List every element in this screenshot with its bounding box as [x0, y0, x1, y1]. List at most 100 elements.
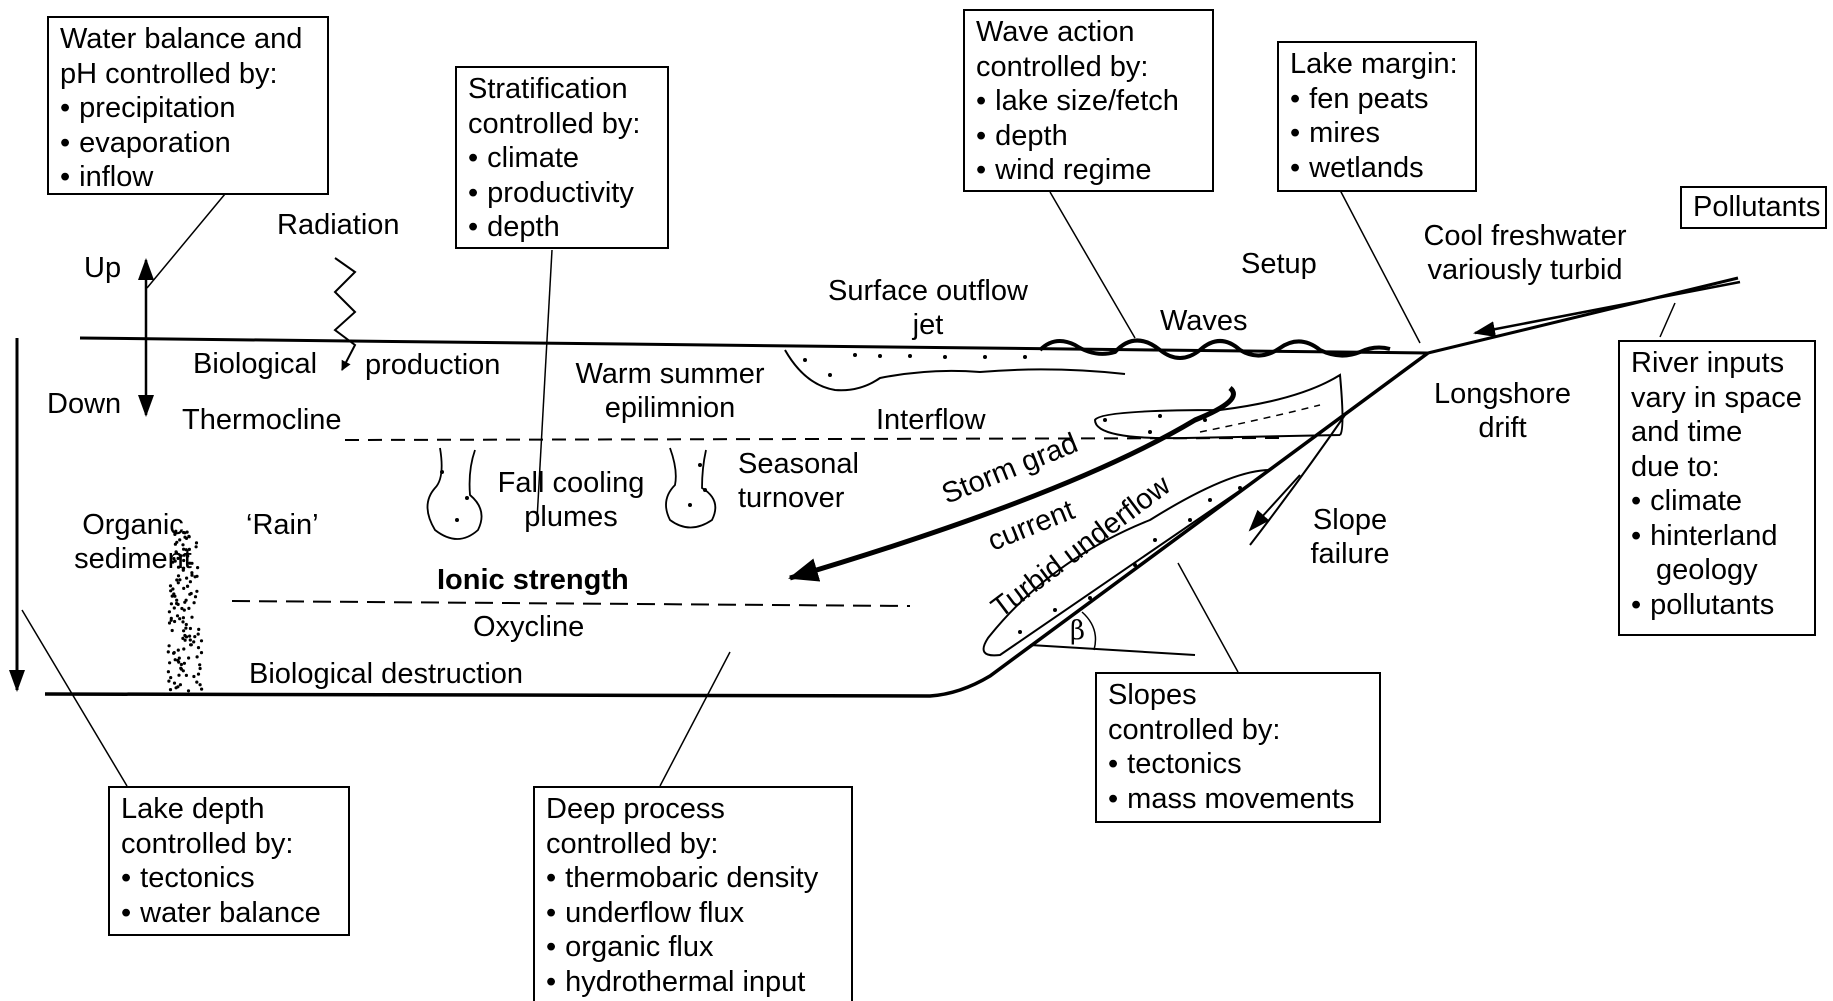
lake-margin-box: Lake margin: fen peats mires wetlands — [1277, 41, 1477, 192]
sediment-dot — [178, 538, 182, 542]
sediment-dot — [177, 673, 181, 677]
sediment-dot — [171, 560, 175, 564]
sediment-dot — [180, 606, 184, 611]
sediment-dot — [175, 578, 179, 582]
list-item: depth — [468, 210, 656, 245]
pollutants-title: Pollutants — [1693, 191, 1821, 223]
list-item: lake size/fetch — [976, 84, 1201, 119]
water-balance-box: Water balance and pH controlled by: prec… — [47, 16, 329, 195]
sediment-dot — [170, 594, 174, 598]
sediment-dot — [193, 635, 197, 639]
stratification-title-2: controlled by: — [468, 107, 641, 140]
sediment-dot — [167, 610, 171, 614]
seasonal-turnover-label: Seasonal turnover — [738, 447, 859, 515]
list-item: precipitation — [60, 91, 316, 126]
sediment-dot — [166, 650, 170, 654]
outflow-dots — [803, 353, 1027, 377]
sediment-dot — [168, 584, 173, 588]
deep-process-title-1: Deep process — [546, 793, 725, 825]
sediment-dot — [183, 600, 187, 604]
sediment-dot — [187, 606, 191, 611]
sediment-dot — [186, 584, 190, 588]
beta-arc — [1081, 611, 1097, 651]
list-item: hydrothermal input — [546, 965, 840, 1000]
sediment-dot — [200, 687, 204, 691]
surface-outflow-line2: jet — [912, 309, 944, 341]
sediment-dot — [182, 566, 186, 570]
river-inputs-title-4: due to: — [1631, 450, 1720, 483]
sediment-dot — [198, 666, 202, 671]
connector-river-inputs — [1659, 302, 1676, 338]
sediment-dot — [173, 542, 177, 546]
organic-sediment-column — [166, 529, 204, 693]
seasonal-line1: Seasonal — [738, 448, 859, 480]
sediment-dot — [176, 565, 181, 569]
river-inputs-title-3: and time — [1631, 416, 1743, 448]
fall-cooling-line2: plumes — [524, 501, 618, 533]
connector-wave-action — [1049, 191, 1136, 339]
deep-process-box: Deep process controlled by: thermobaric … — [533, 786, 853, 1001]
interflow-dots — [1103, 414, 1207, 434]
longshore-line2: drift — [1478, 412, 1527, 444]
cool-freshwater-label: Cool freshwater variously turbid — [1402, 219, 1648, 287]
sediment-dot — [182, 608, 186, 612]
inflow-arrow — [1473, 280, 1741, 338]
sediment-dot — [176, 574, 181, 578]
sediment-dot — [196, 632, 200, 636]
sediment-dot — [173, 532, 177, 537]
connector-stratification — [536, 249, 553, 521]
sediment-dot — [173, 619, 177, 624]
surface-outflow-plume — [784, 349, 1126, 392]
sediment-dot — [170, 628, 174, 633]
slopes-box: Slopes controlled by: tectonics mass mov… — [1095, 672, 1381, 823]
sediment-dot — [181, 636, 185, 641]
sediment-dot — [188, 580, 192, 584]
list-item: depth — [976, 119, 1201, 154]
sediment-dot — [169, 589, 173, 593]
sediment-dot — [174, 529, 178, 533]
sediment-dot — [188, 634, 192, 638]
cool-freshwater-line1: Cool freshwater — [1423, 220, 1627, 252]
sediment-dot — [195, 574, 199, 578]
sediment-dot — [198, 663, 202, 667]
sediment-dot — [186, 554, 190, 558]
warm-summer-line2: epilimnion — [604, 392, 736, 424]
lake-depth-box: Lake depth controlled by: tectonics wate… — [108, 786, 350, 936]
list-item: climate — [468, 141, 656, 176]
connector-water-balance — [146, 193, 226, 289]
sediment-dot — [195, 589, 199, 593]
sediment-dot — [196, 672, 201, 676]
stratification-title-1: Stratification — [468, 73, 628, 105]
wave-action-box: Wave action controlled by: lake size/fet… — [963, 9, 1214, 192]
list-item: pollutants — [1631, 588, 1803, 623]
sediment-dot — [184, 673, 188, 678]
interflow-dash — [1199, 404, 1321, 433]
sediment-dot — [185, 530, 189, 534]
lake-depth-title-1: Lake depth — [121, 793, 265, 825]
sediment-dot — [181, 616, 185, 620]
sediment-dot — [182, 629, 186, 633]
radiation-label: Radiation — [277, 209, 400, 241]
stratification-box: Stratification controlled by: climate pr… — [455, 66, 669, 249]
river-bank-line — [1427, 276, 1739, 355]
lake-depth-title-2: controlled by: — [121, 827, 294, 860]
sediment-dot — [192, 674, 196, 679]
sediment-dot — [196, 646, 201, 650]
lake-margin-title: Lake margin: — [1290, 48, 1458, 80]
sediment-dot — [179, 662, 183, 667]
sediment-dot — [169, 602, 173, 606]
sediment-dot — [182, 661, 186, 665]
warm-summer-label: Warm summer epilimnion — [558, 357, 782, 425]
list-item: hinterland geology — [1631, 519, 1816, 588]
sediment-dot — [193, 595, 198, 599]
list-item: productivity — [468, 176, 656, 211]
organic-line1: Organic — [82, 509, 184, 541]
fall-cooling-label: Fall cooling plumes — [482, 466, 660, 534]
slope-failure-line1: Slope — [1312, 504, 1388, 536]
sediment-dot — [177, 656, 181, 660]
sediment-dot — [183, 638, 187, 642]
sediment-dot — [173, 594, 177, 598]
sediment-dot — [175, 598, 179, 602]
connector-lake-margin — [1339, 189, 1421, 344]
list-item: underflow flux — [546, 896, 840, 931]
